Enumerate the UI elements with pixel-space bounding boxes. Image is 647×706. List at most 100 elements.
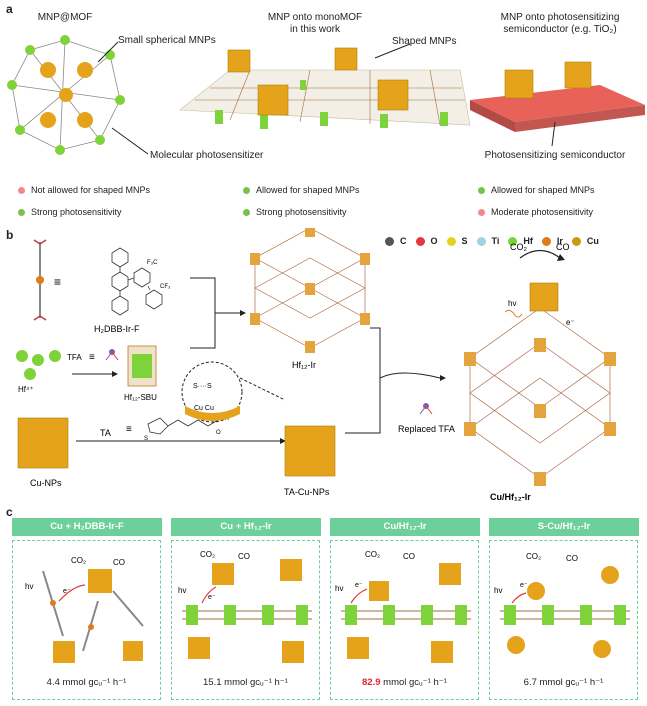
c2-electron: e⁻ [208,594,216,601]
panel-c-1-box: hv e⁻ CO₂ CO 4.4 mmol gᴄᵤ⁻¹ h⁻¹ [12,540,161,700]
element-ir: Ir [541,236,563,246]
legend-item-5: Strong photosensitivity [243,207,347,217]
panel-c-1-title: Cu + H₂DBB-Ir-F [12,518,162,536]
product-co2-arrow [519,249,561,259]
sbu-label: Hf₁₂-SBU [124,393,157,402]
ta-molecule [147,417,219,435]
panel-c-4-title: S-Cu/Hf₁₂-Ir [489,518,639,536]
c1-electron: e⁻ [63,588,71,595]
ligand-cf3: CF₃ [160,284,171,290]
element-cu: Cu [571,236,599,246]
legend-dot-5 [243,208,250,216]
c1-hv: hv [25,582,33,591]
mof-label: Hf₁₂-Ir [292,360,316,370]
panel-c-4-rate: 6.7 mmol gᴄᵤ⁻¹ h⁻¹ [523,677,604,688]
panel-a-illustration [7,35,645,155]
tfa-molecule [105,349,119,361]
product-mof-nodes [464,338,616,486]
panel-c-2-rate: 15.1 mmol gᴄᵤ⁻¹ h⁻¹ [203,677,288,688]
panel-b-illustration: F₃C CF₃ ≡ H₂DBB-Ir-F Hf⁴⁺ TFA ≡ Hf₁₂-SBU… [16,228,616,502]
small-mnps-caption: Small spherical MNPs [118,35,216,46]
mono-caption-line2: in this work [289,24,340,35]
panel-c-3-rate-highlight: 82.9 [362,677,381,688]
ta-o: O [216,430,221,436]
mnp-mof-caption: MNP@MOF [37,12,93,23]
legend-dot-1 [18,186,25,194]
panel-c-4: S-Cu/Hf₁₂-Ir hv e⁻ CO₂ CO 6.7 mmol gᴄᵤ⁻¹… [489,518,639,700]
panel-c-1-graphic: hv e⁻ CO₂ CO [25,556,144,663]
legend-item-6: Moderate photosensitivity [478,207,593,217]
c4-electron: e⁻ [520,582,528,589]
zoom-cu-surface [185,406,240,421]
zoom-s-s: S····S [193,383,212,390]
arrow-to-product [379,372,441,379]
panel-c-2: Cu + Hf₁₂-Ir hv e⁻ CO₂ CO 15.1 mmol gᴄᵤ⁻… [171,518,321,700]
panel-c-4-box: hv e⁻ CO₂ CO 6.7 mmol gᴄᵤ⁻¹ h⁻¹ [489,540,638,700]
semiconductor-slab [470,61,645,132]
panel-c-1: Cu + H₂DBB-Ir-F hv e⁻ CO₂ CO 4.4 mmol gᴄ… [12,518,162,700]
element-ti: Ti [476,236,499,246]
ta-s: S [144,436,148,442]
product-light-wave [504,309,523,318]
ta-cu-nps-graphic [284,425,336,477]
zoom-cu-cu: Cu Cu [194,405,214,412]
replaced-tfa-label: Replaced TFA [398,424,455,434]
semi-caption-line1: MNP onto photosensitizing [500,12,620,23]
legend-dot-4 [18,208,25,216]
equiv-sign-3: ≡ [126,424,132,435]
hf-ions [16,350,61,380]
small-spherical-mnps [40,62,93,128]
sbu-graphic [127,345,157,387]
element-o: O [415,236,438,246]
photo-semi-pointer [551,121,556,147]
product-co2: CO₂ [510,242,528,252]
product-mof [469,307,611,479]
ta-label: TA [100,428,111,438]
c4-co2: CO₂ [526,552,541,561]
product-label: Cu/Hf₁₂-Ir [490,492,531,502]
legend-item-1: Not allowed for shaped MNPs [18,185,150,195]
panel-a-letter: a [6,2,13,16]
equiv-sign-2: ≡ [89,352,95,363]
c3-electron: e⁻ [355,582,363,589]
zoom-circle [181,361,243,423]
hf-ion-label: Hf⁴⁺ [18,385,34,394]
c3-hv: hv [335,584,343,593]
product-hv: hv [508,299,516,308]
ligand-label: H₂DBB-Ir-F [94,324,140,334]
product-cu-cube [529,282,559,312]
small-mnps-pointer [97,41,119,63]
shaped-mnps-caption: Shaped MNPs [392,36,457,47]
panel-b-letter: b [6,228,14,242]
bracket-arrow [190,277,216,349]
c2-hv: hv [178,586,186,595]
legend-dot-6 [478,208,485,216]
product-co: CO [556,242,570,252]
element-c: C [385,236,407,246]
equiv-sign-1: ≡ [54,275,61,289]
legend-item-4: Strong photosensitivity [18,207,122,217]
mono-caption-line1: MNP onto monoMOF [267,12,363,23]
product-electron: e⁻ [566,318,575,327]
panel-c-2-title: Cu + Hf₁₂-Ir [171,518,321,536]
zoom-line [239,377,286,401]
panel-c-3-box: hv e⁻ CO₂ CO 82.9 mmol gᴄᵤ⁻¹ h⁻¹ [330,540,479,700]
merge-line [345,327,381,434]
panel-c-3-title: Cu/Hf₁₂-Ir [330,518,480,536]
c4-hv: hv [494,586,502,595]
c4-co: CO [566,554,578,563]
element-s: S [446,236,468,246]
panel-c-3-graphic: hv e⁻ CO₂ CO [335,550,471,663]
legend-dot-2 [243,186,250,194]
semi-caption-line2: semiconductor (e.g. TiO₂) [503,24,617,35]
c3-co: CO [403,552,415,561]
ta-cu-label: TA-Cu-NPs [284,487,330,497]
panel-c-3-rate: 82.9 mmol gᴄᵤ⁻¹ h⁻¹ [362,677,447,688]
c1-co: CO [113,558,125,567]
tfa-label: TFA [67,353,82,362]
shaped-mnp-cubes [227,47,409,116]
panel-c-3: Cu/Hf₁₂-Ir hv e⁻ CO₂ CO 82.9 mmol gᴄᵤ⁻¹ … [330,518,480,700]
element-legend: C O S Ti Hf Ir Cu [385,236,599,246]
replaced-tfa-molecule [419,403,433,415]
ligand-rod-graphic [33,239,47,321]
